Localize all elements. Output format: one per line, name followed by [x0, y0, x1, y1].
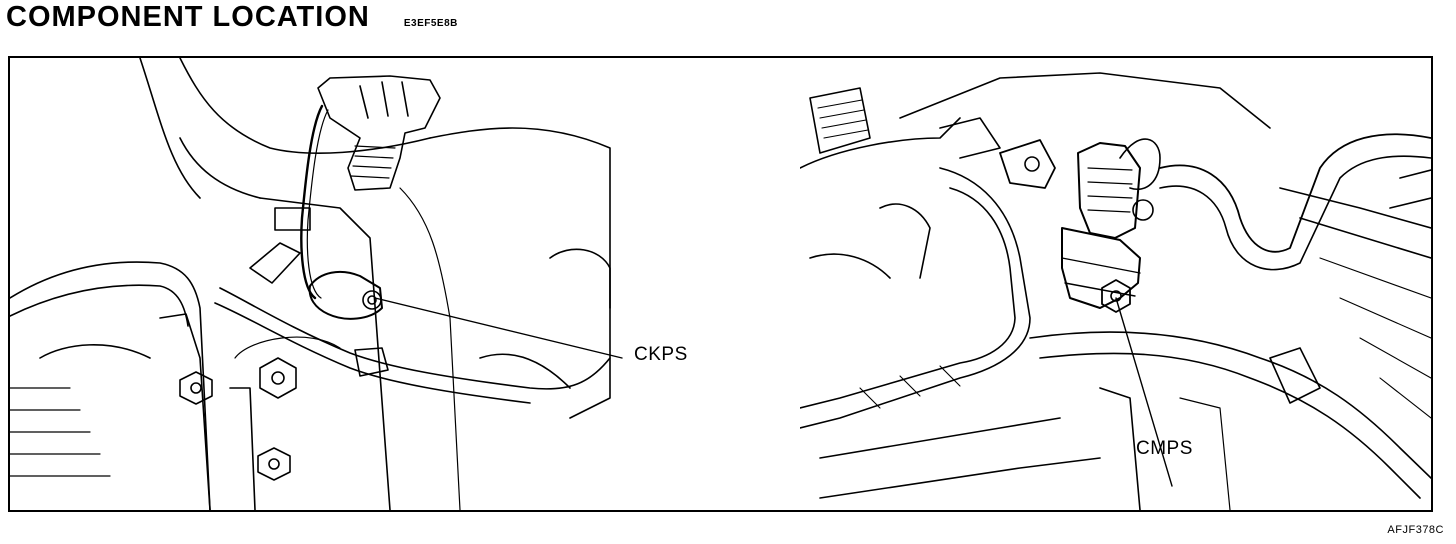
engine-block — [939, 117, 1001, 159]
upper-shroud-edge — [139, 58, 201, 199]
page-title: COMPONENT LOCATION — [6, 1, 370, 33]
sensor-bracket — [999, 139, 1056, 189]
bracket-plate — [479, 353, 571, 389]
cmps-eyelet — [1132, 199, 1154, 221]
engine-block — [899, 72, 1271, 129]
engine-block — [819, 417, 1061, 459]
cmps-sensor-body — [1061, 227, 1141, 309]
radiator-support — [1299, 217, 1431, 259]
mounting-bracket — [229, 387, 256, 510]
radiator-support — [1279, 187, 1431, 229]
hose-rib — [859, 365, 961, 409]
intake-hose — [800, 187, 1016, 409]
page-header: COMPONENT LOCATION E3EF5E8B — [6, 0, 458, 40]
lower-pipe-fitting — [1269, 347, 1321, 404]
fitting-threads — [817, 99, 869, 139]
lower-pipe — [1039, 352, 1421, 499]
threaded-fitting — [809, 87, 871, 154]
document-code: E3EF5E8B — [403, 18, 458, 29]
upper-shroud — [179, 58, 431, 154]
lower-pipe — [1029, 331, 1431, 479]
upper-shroud-edge — [179, 137, 261, 199]
bracket-plate — [549, 248, 611, 419]
hex-bolt-1 — [179, 371, 213, 405]
engine-housing-outline — [10, 261, 211, 510]
connector-ribs — [350, 145, 396, 179]
hex-bolt-3 — [257, 447, 291, 481]
cmps-wire-loop — [1119, 138, 1161, 190]
ckps-sensor-body — [308, 270, 383, 320]
ckps-sensor-wire-outer — [306, 109, 329, 299]
harness-clip — [249, 242, 301, 284]
engine-housing-rib — [10, 387, 111, 477]
cmps-connector-ribs — [1087, 167, 1133, 213]
connector-housing — [317, 75, 441, 191]
radiator-support — [1319, 257, 1431, 419]
side-panel — [1389, 169, 1431, 209]
cmps-connector — [1077, 142, 1141, 239]
cmps-leader-line — [1115, 297, 1173, 487]
engine-block — [879, 203, 931, 279]
cmps-mounting-bolt — [1101, 279, 1131, 313]
wire-harness-tube — [214, 302, 531, 404]
engine-block — [809, 253, 891, 279]
bracket-hole — [1024, 156, 1040, 172]
ckps-leader-line — [374, 297, 623, 359]
ckps-mounting-bolt-inner — [367, 295, 377, 305]
transmission-case — [259, 197, 391, 510]
engine-block — [800, 117, 961, 169]
coolant-hose — [1159, 133, 1431, 253]
wire-harness-tube — [219, 287, 611, 390]
ckps-illustration-panel: CKPS — [10, 58, 800, 510]
engine-block — [819, 457, 1101, 499]
coolant-hose — [1159, 155, 1431, 271]
cmps-engine-illustration — [800, 72, 1431, 510]
transmission-case-edge — [399, 187, 461, 510]
oil-pan-edge — [1179, 397, 1231, 510]
engine-housing-curve — [39, 344, 151, 359]
ckps-callout: CKPS — [634, 344, 688, 365]
harness-clip — [274, 207, 311, 231]
cmps-callout: CMPS — [1136, 438, 1193, 459]
ckps-mounting-bolt — [362, 290, 382, 310]
component-location-figure: CKPS — [8, 56, 1433, 512]
transmission-case-edge — [429, 127, 611, 309]
harness-clamp — [354, 347, 389, 377]
ckps-engine-illustration — [10, 58, 623, 510]
engine-housing-rib — [10, 284, 189, 327]
hex-bolt-2 — [259, 357, 297, 399]
connector-latch — [359, 81, 409, 119]
oil-pan-edge — [1099, 387, 1141, 510]
engine-mount — [234, 336, 341, 359]
mounting-bracket — [159, 313, 211, 510]
figure-code: AFJF378C — [1387, 524, 1444, 536]
intake-hose — [800, 167, 1031, 429]
cmps-illustration-panel: CMPS — [800, 58, 1431, 510]
cmps-sensor-flange — [1061, 257, 1141, 297]
ckps-sensor-wire — [300, 104, 324, 300]
